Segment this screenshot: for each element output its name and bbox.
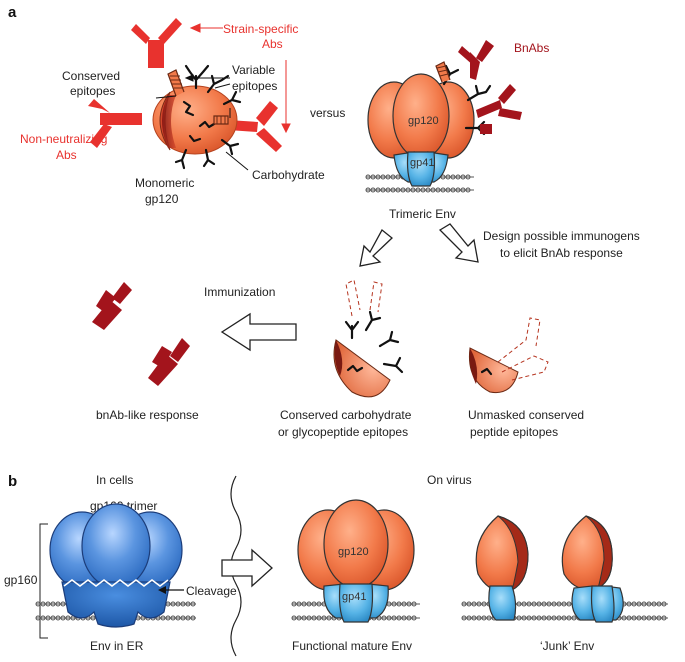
unmasked-label-2: peptide epitopes: [470, 425, 558, 439]
design-label-1: Design possible immunogens: [483, 229, 640, 243]
conserved-carb-label-1: Conserved carbohydrate: [280, 408, 412, 422]
in-cells-label: In cells: [96, 473, 133, 487]
gp120-label-top: gp120: [408, 115, 439, 127]
junk-env-label: ‘Junk’ Env: [540, 639, 594, 653]
design-label-2: to elicit BnAb response: [500, 246, 623, 260]
conserved-epitopes-label-2: epitopes: [70, 84, 115, 98]
maturation-arrow: [221, 548, 273, 588]
monomeric-label-1: Monomeric: [135, 176, 194, 190]
cleavage-label: Cleavage: [186, 584, 237, 598]
monomeric-gp120: [152, 85, 238, 155]
bnab-like-response-antibodies: [92, 282, 190, 386]
strain-specific-label-2: Abs: [262, 37, 283, 51]
trimeric-env: gp120 gp41: [366, 61, 492, 191]
bnab-antibodies: [458, 40, 522, 134]
variable-epitopes-label-2: epitopes: [232, 79, 277, 93]
trimeric-env-label: Trimeric Env: [389, 207, 456, 221]
gp41-label-top: gp41: [410, 157, 434, 169]
non-neutralizing-label-2: Abs: [56, 148, 77, 162]
bnab-like-response-label: bnAb-like response: [96, 408, 199, 422]
junk-env: [462, 515, 668, 623]
strain-specific-label-1: Strain-specific: [223, 22, 298, 36]
strain-specific-antibody: [131, 18, 182, 68]
unmasked-label-1: Unmasked conserved: [468, 408, 584, 422]
panel-b-label: b: [8, 473, 17, 490]
functional-env-label: Functional mature Env: [292, 639, 412, 653]
bnabs-label: BnAbs: [514, 41, 549, 55]
design-arrows: [359, 223, 479, 267]
gp41-label-b: gp41: [342, 591, 366, 603]
immunization-label: Immunization: [204, 285, 275, 299]
gp120-label-b: gp120: [338, 546, 369, 558]
variable-epitopes-label-1: Variable: [232, 63, 275, 77]
panel-a-label: a: [8, 4, 17, 21]
conserved-epitopes-label-1: Conserved: [62, 69, 120, 83]
versus-label: versus: [310, 106, 345, 120]
functional-mature-env: gp120 gp41: [292, 499, 420, 623]
monomeric-label-2: gp120: [145, 192, 179, 206]
env-in-er-label: Env in ER: [90, 639, 144, 653]
on-virus-label: On virus: [427, 473, 472, 487]
gp160-label: gp160: [4, 573, 38, 587]
gp160-bracket: [39, 523, 48, 639]
cleavage-arrowhead: [158, 586, 166, 594]
carbohydrate-label: Carbohydrate: [252, 168, 325, 182]
peptide-immunogen: [468, 317, 549, 394]
conserved-carb-label-2: or glycopeptide epitopes: [278, 425, 408, 439]
annotation-arrows-monomer: [155, 23, 291, 171]
immunization-arrow: [220, 312, 297, 352]
variable-loop: [167, 69, 229, 125]
glycopeptide-immunogen: [333, 279, 404, 398]
gp160-trimer: [36, 503, 196, 628]
non-neutralizing-antibody: [88, 99, 142, 148]
non-neutralizing-label-1: Non-neutralizing: [20, 132, 107, 146]
